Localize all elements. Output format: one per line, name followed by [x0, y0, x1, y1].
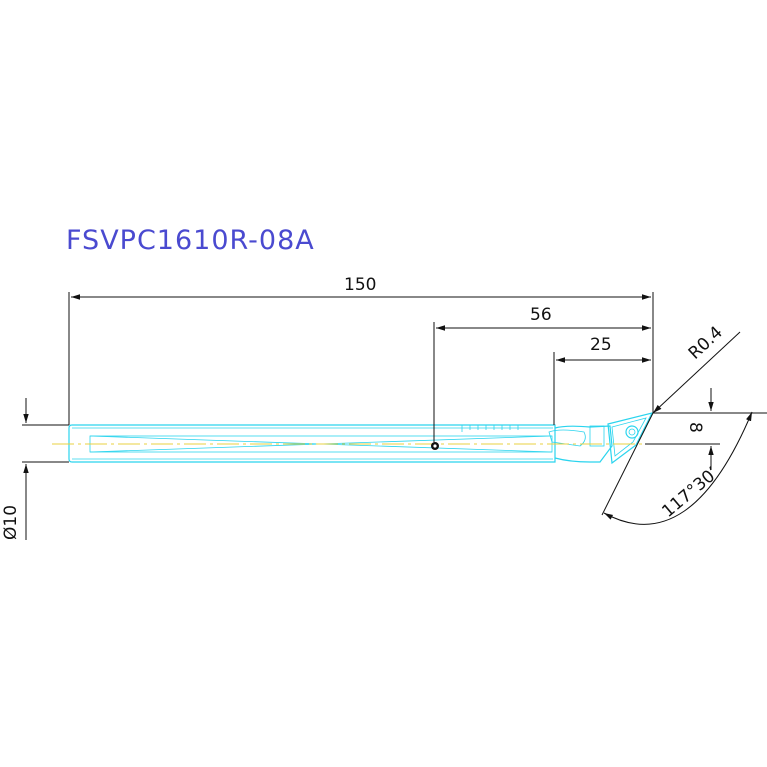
- dimension-angle: [601, 411, 753, 525]
- dim-150-label: 150: [344, 275, 376, 295]
- dimension-150: [68, 292, 654, 425]
- dim-56-label: 56: [530, 305, 552, 325]
- dimension-diameter: [22, 398, 69, 540]
- head-face: [548, 429, 586, 447]
- diameter-label: Ø10: [1, 505, 21, 540]
- dimension-8: [645, 388, 767, 470]
- graduation-ticks: [461, 425, 519, 432]
- insert-seat: [589, 425, 605, 447]
- dim-25-label: 25: [590, 335, 612, 355]
- angle-label: 117°30′: [658, 464, 722, 522]
- section-marker: [431, 442, 439, 450]
- shank-outline: [68, 424, 556, 463]
- dim-8-label: 8: [685, 422, 705, 433]
- dimension-56: [433, 322, 651, 442]
- radius-leader: [652, 331, 741, 414]
- part-number-title: FSVPC1610R-08A: [66, 225, 315, 256]
- radius-label: R0.4: [685, 323, 727, 364]
- tool-body: [68, 412, 654, 465]
- dimension-25: [553, 352, 651, 425]
- insert-screw: [625, 425, 639, 439]
